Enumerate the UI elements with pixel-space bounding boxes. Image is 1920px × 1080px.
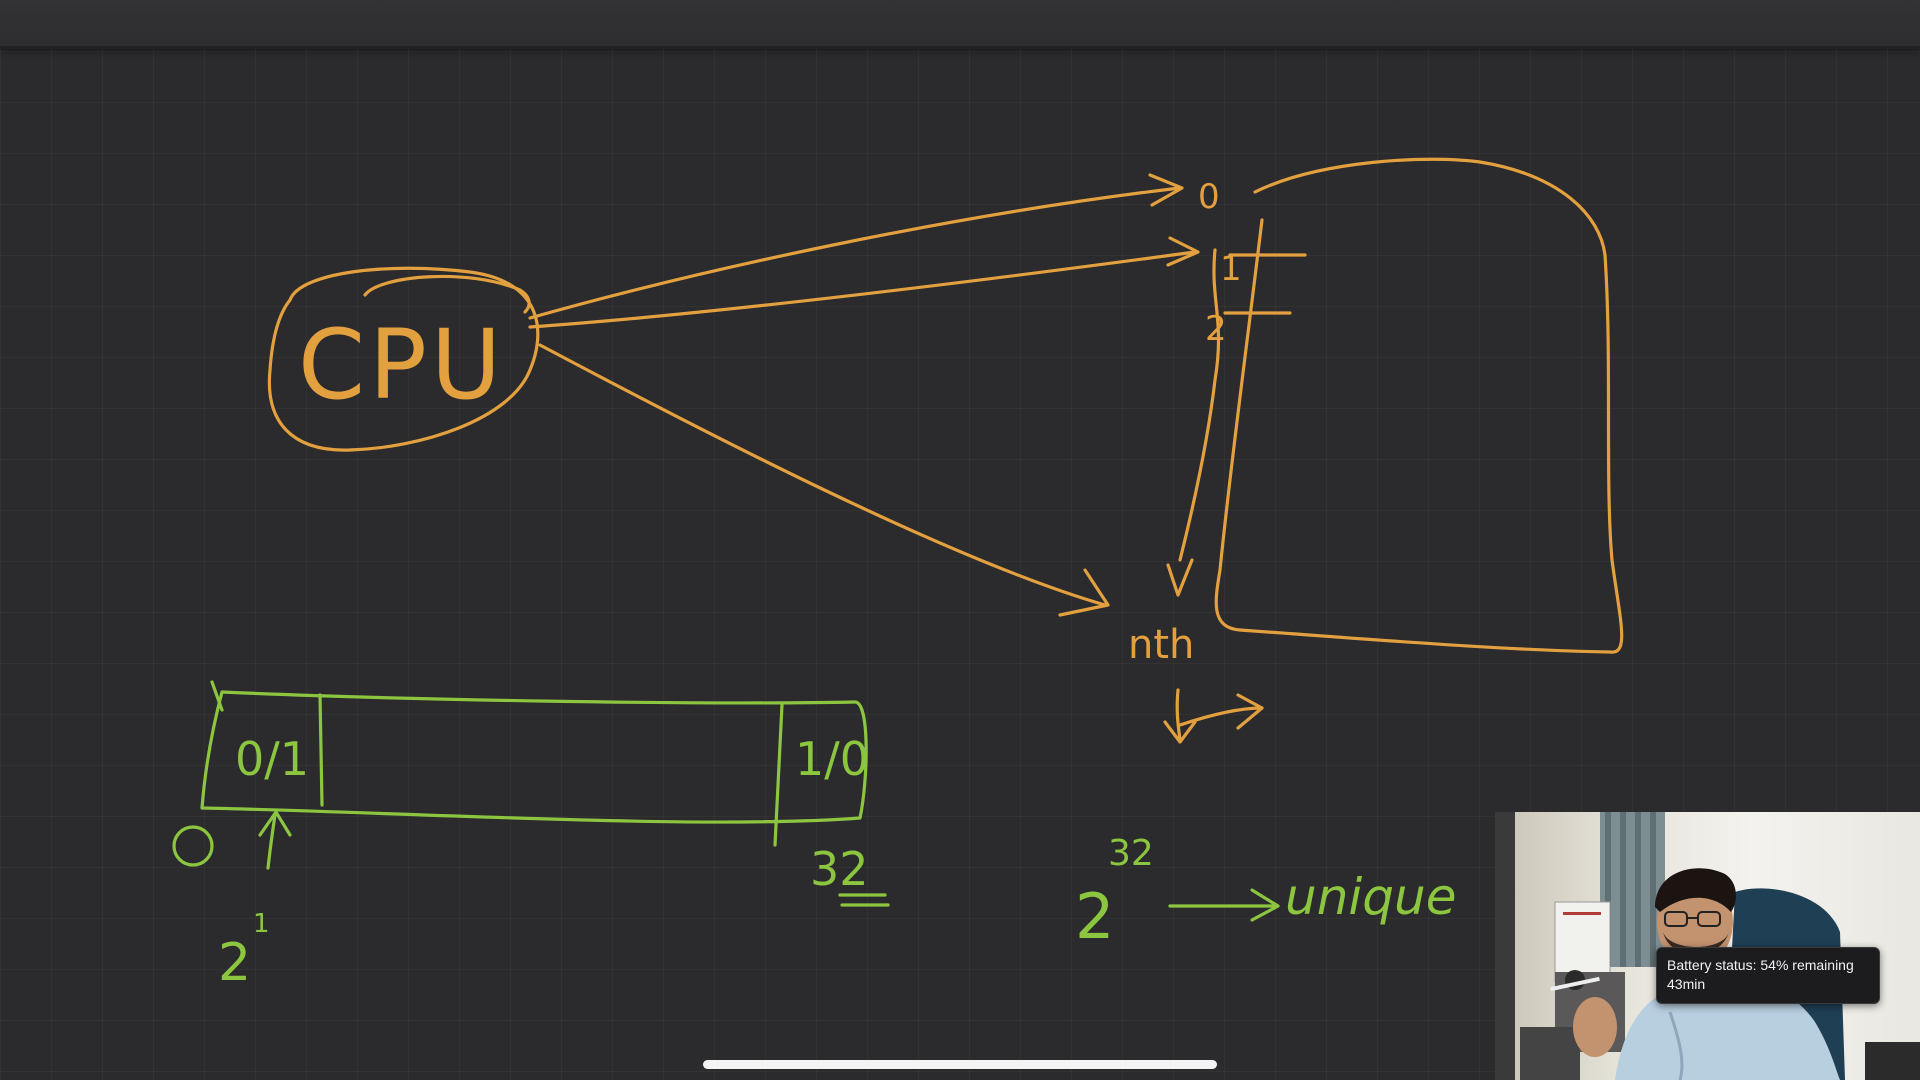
address-nth-label: nth: [1128, 622, 1194, 668]
arrow-cpu-to-zero: [528, 186, 1182, 320]
arrow-head-nth: [1058, 568, 1110, 617]
arrow-up-head: [258, 810, 292, 837]
memory-address-column: [1178, 248, 1221, 562]
cpu-label: CPU: [298, 309, 505, 421]
power-base-right: 2: [1075, 880, 1114, 953]
top-toolbar: [0, 0, 1920, 49]
memory-block: [1214, 157, 1624, 654]
arrow-right-head: [1236, 693, 1264, 730]
arrow-cpu-to-one: [528, 250, 1197, 329]
arrow-down-below-nth: [1175, 688, 1182, 742]
home-indicator-bar[interactable]: [703, 1060, 1217, 1069]
address-zero-label: 0: [1198, 177, 1220, 217]
arrow-head-one: [1166, 236, 1200, 267]
presenter-webcam: [1495, 812, 1920, 1080]
arrow-to-unique-head: [1250, 888, 1280, 922]
power-exponent-right: 32: [1108, 833, 1154, 874]
bit-cell-divider-right: [773, 703, 784, 847]
unique-label: unique: [1285, 868, 1456, 926]
register-tick-mark: [210, 680, 224, 712]
power-exponent-left: 1: [253, 909, 270, 939]
arrow-head-zero: [1148, 173, 1184, 207]
arrow-cpu-to-nth: [538, 343, 1107, 607]
bit-index-zero-circle: [172, 825, 214, 867]
presenter-video-icon: [1495, 812, 1920, 1080]
battery-status-line: Battery status: 54% remaining: [1667, 957, 1854, 973]
bit-index-end: 32: [810, 842, 869, 896]
battery-status-tooltip: Battery status: 54% remaining 43min: [1656, 947, 1880, 1004]
bit-cell-right-value: 1/0: [795, 732, 869, 786]
address-two-label: 2: [1205, 309, 1227, 349]
battery-time-remaining: 43min: [1667, 976, 1706, 992]
arrow-down-head: [1163, 720, 1197, 744]
arrow-up-first-bit: [266, 813, 277, 870]
cpu-ellipse-inner: [363, 274, 531, 314]
bit-cell-divider-left: [318, 693, 324, 807]
address-one-label: 1: [1220, 249, 1242, 289]
power-base-left: 2: [218, 933, 251, 993]
bit-cell-left-value: 0/1: [235, 732, 309, 786]
cpu-ellipse-outer: [267, 266, 540, 452]
bit-register: [200, 690, 868, 824]
arrow-head-column: [1166, 558, 1194, 597]
arrow-right-below-nth: [1178, 706, 1264, 727]
